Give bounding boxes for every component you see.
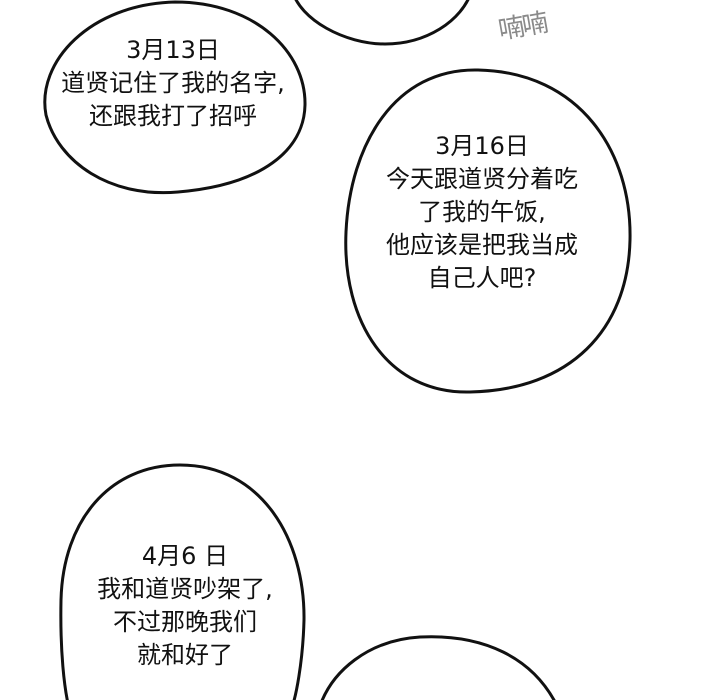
entry-2-line-1: 今天跟道贤分着吃 xyxy=(386,165,578,193)
entry-3-line-3: 就和好了 xyxy=(137,641,233,669)
speech-bubble-bottom-right-partial xyxy=(320,635,556,700)
entry-3-date: 4月6 日 xyxy=(141,542,229,570)
speech-bubble-3 xyxy=(59,463,306,700)
entry-2-line-4: 自己人吧? xyxy=(427,264,537,292)
bubble-1-text: 3月13日 道贤记住了我的名字, 还跟我打了招呼 xyxy=(48,34,298,133)
bubble-3-text: 4月6 日 我和道贤吵架了, 不过那晚我们 就和好了 xyxy=(60,540,310,672)
entry-2-line-3: 他应该是把我当成 xyxy=(386,231,578,259)
entry-3-line-1: 我和道贤吵架了, xyxy=(97,575,273,603)
entry-2-date: 3月16日 xyxy=(435,132,529,160)
entry-2-line-2: 了我的午饭, xyxy=(418,198,546,226)
speech-bubble-top-partial xyxy=(294,0,470,46)
entry-3-line-2: 不过那晚我们 xyxy=(113,608,257,636)
entry-1-line-2: 还跟我打了招呼 xyxy=(89,102,257,130)
entry-1-date: 3月13日 xyxy=(126,36,220,64)
entry-1-line-1: 道贤记住了我的名字, xyxy=(61,69,285,97)
speech-bubble-1 xyxy=(43,0,307,195)
bubble-2-text: 3月16日 今天跟道贤分着吃 了我的午饭, 他应该是把我当成 自己人吧? xyxy=(352,130,612,295)
speech-bubble-2 xyxy=(344,68,632,394)
